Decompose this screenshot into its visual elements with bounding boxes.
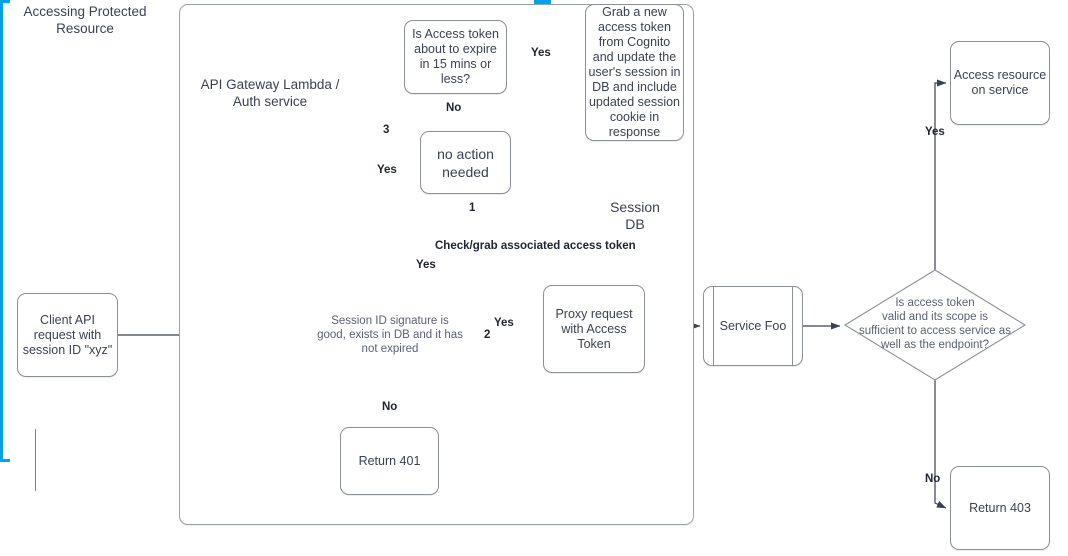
edge-label-no-session: No: [382, 401, 398, 413]
grab-token-line5: user's session in: [588, 65, 681, 79]
client-request-line1: Client API: [40, 312, 95, 327]
session-db-line2: DB: [625, 216, 645, 232]
service-foo-right-bar: [792, 287, 793, 365]
edge-label-step-1: 1: [469, 202, 476, 214]
proxy-request-line1: Proxy request: [555, 306, 633, 321]
return-401-text: Return 401: [358, 453, 421, 468]
token-expiry-line1: Is Access token: [412, 27, 499, 41]
edge-label-step-3: 3: [383, 124, 390, 136]
no-action-line2: needed: [442, 163, 489, 180]
service-foo-left-bar: [713, 287, 714, 365]
edge-label-yes-db: Yes: [416, 259, 436, 271]
selection-guide-top: [534, 0, 551, 4]
node-return-401[interactable]: Return 401: [340, 427, 439, 495]
node-client-request[interactable]: Client API request with session ID "xyz": [17, 293, 118, 377]
node-service-foo[interactable]: Service Foo: [703, 286, 803, 366]
edge-label-yes-expiry: Yes: [531, 47, 551, 59]
grab-token-line9: response: [608, 125, 661, 139]
node-no-action-needed[interactable]: no action needed: [420, 131, 511, 194]
token-expiry-line4: less?: [440, 72, 471, 86]
grab-token-line1: Grab a new: [602, 5, 667, 19]
proxy-request-line3: Token: [577, 336, 611, 351]
access-resource-line2: on service: [971, 83, 1029, 97]
container-label-line2: Auth service: [232, 94, 308, 109]
node-access-resource[interactable]: Access resource on service: [950, 41, 1050, 125]
guide-line-vertical: [35, 429, 36, 491]
token-expiry-line2: about to expire: [414, 42, 497, 56]
token-expiry-line3: in 15 mins or: [419, 57, 492, 71]
client-request-line2: request with: [33, 327, 102, 342]
return-403-text: Return 403: [969, 500, 1031, 515]
page-title-text: Accessing Protected Resource: [23, 4, 147, 36]
edge-label-yes-access: Yes: [925, 126, 945, 138]
node-proxy-request[interactable]: Proxy request with Access Token: [543, 285, 645, 373]
selection-guide-left-cap-top: [0, 0, 10, 3]
no-action-line1: no action: [437, 145, 494, 162]
node-token-expiry-check[interactable]: Is Access token about to expire in 15 mi…: [404, 20, 507, 94]
proxy-request-line2: with Access: [561, 321, 627, 336]
scope-check-line1: Is access token: [895, 297, 975, 309]
grab-token-line4: and update the: [592, 50, 677, 64]
grab-token-line2: access token: [598, 20, 671, 34]
selection-guide-left: [0, 0, 3, 462]
scope-check-line3: sufficient to access service as: [859, 325, 1011, 337]
edge-label-yes-proxy: Yes: [494, 317, 514, 329]
edge-label-yes-refresh: Yes: [377, 164, 397, 176]
container-label-line1: API Gateway Lambda /: [200, 77, 340, 92]
scope-check-diamond-shape: [843, 269, 1027, 381]
edge-label-step-2: 2: [484, 329, 491, 341]
container-label: API Gateway Lambda / Auth service: [190, 76, 350, 110]
grab-token-line3: from Cognito: [598, 35, 671, 49]
node-session-db-label: Session DB: [600, 199, 670, 233]
session-db-line1: Session: [610, 199, 660, 215]
client-request-line3: session ID "xyz": [22, 342, 113, 357]
edge-label-check-grab: Check/grab associated access token: [435, 240, 636, 252]
grab-token-line7: updated session: [588, 95, 681, 109]
scope-check-line2: valid and its scope is: [881, 311, 989, 323]
service-foo-text: Service Foo: [719, 318, 787, 333]
page-title: Accessing Protected Resource: [10, 3, 160, 37]
node-scope-check-label: Is access token valid and its scope is s…: [845, 296, 1025, 352]
access-resource-line1: Access resource: [953, 68, 1047, 82]
grab-token-line6: DB and include: [592, 80, 677, 94]
selection-guide-left-cap-bottom: [0, 459, 10, 462]
node-grab-new-token[interactable]: Grab a new access token from Cognito and…: [585, 4, 684, 141]
edge-label-no-scope: No: [925, 473, 941, 485]
edge-label-no-expiry: No: [446, 102, 462, 114]
node-return-403[interactable]: Return 403: [950, 466, 1050, 550]
scope-check-line4: well as the endpoint?: [880, 339, 990, 351]
grab-token-line8: cookie in: [609, 110, 660, 124]
